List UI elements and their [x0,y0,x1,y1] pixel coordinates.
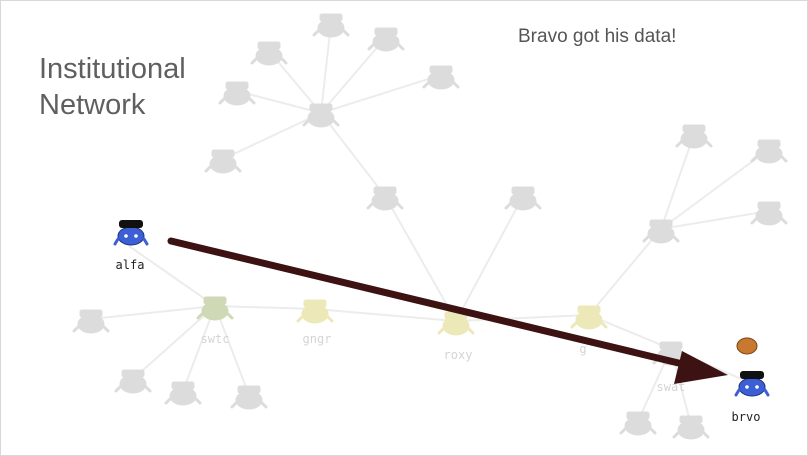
edge [236,90,322,114]
agent-icon [619,410,657,437]
edge [320,22,332,114]
faded-labels: swtc gngr roxy g swat [201,332,686,394]
node-label-golf: g [579,342,586,356]
agent-icon [750,200,788,227]
edge [132,305,216,380]
edge [660,210,770,230]
agent-icon [117,226,145,246]
edge [314,308,457,322]
hat-icon [740,371,764,379]
title-line-2: Network [39,89,146,121]
agent-icon [422,64,460,91]
agent-icon [230,384,268,411]
agent-icon [504,185,542,212]
eye-icon [134,234,138,238]
edge [588,314,672,350]
brvo-node: brvo [732,337,770,424]
edge [214,305,316,310]
agent-icon [738,377,766,397]
arrow-icon [167,237,728,384]
node-label-swtc: swtc [201,332,230,346]
agent-icon [672,414,710,441]
title-line-1: Institutional [39,53,186,85]
edge [320,74,442,114]
agent-icon [296,298,334,325]
arrow-head [674,351,728,384]
agent-icon [218,80,256,107]
edge [222,112,322,160]
edge [90,305,216,320]
agent-icon [164,380,202,407]
arrow-shaft [167,237,695,370]
node-label-swat: swat [657,380,686,394]
agent-icon [642,218,680,245]
agent-icon [250,40,288,67]
node-label-alfa: alfa [116,258,145,272]
node-label-gngr: gngr [303,332,332,346]
agent-feet [113,237,149,246]
eye-icon [124,234,128,238]
edge [128,245,216,307]
agent-icon [312,12,350,39]
edge [588,228,662,316]
edge [320,36,387,114]
agent-icon [367,26,405,53]
alfa-node: alfa [113,220,149,272]
edge [214,305,250,396]
agent-icon [72,308,110,335]
agent-icon [114,368,152,395]
edge [384,195,457,322]
edge [182,305,216,392]
edge [660,148,770,230]
hat-icon [119,220,143,228]
edge [455,314,590,322]
edges [90,22,770,426]
agent-icon [302,102,340,129]
slide-caption: Bravo got his data! [518,26,677,47]
agent-feet [734,388,770,397]
agent-icon [570,304,608,331]
data-token-icon [736,337,758,355]
agent-icon [675,123,713,150]
eye-icon [755,385,759,389]
agent-icon [750,138,788,165]
agent-icon [366,185,404,212]
slide-title: Institutional Network [39,51,186,123]
eye-icon [745,385,749,389]
edge [660,133,695,230]
node-label-brvo: brvo [732,410,761,424]
node-label-roxy: roxy [444,348,473,362]
edge [455,195,524,322]
edge [320,112,386,197]
